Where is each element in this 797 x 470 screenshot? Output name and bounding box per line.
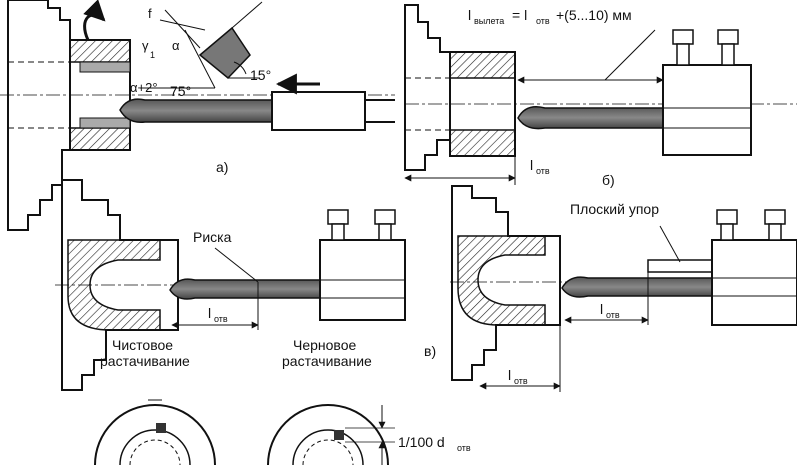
riska-label: Риска [193, 229, 232, 245]
boring-bar-a [119, 98, 273, 123]
clamp-bolt-c1a [327, 209, 349, 241]
angle-alpha2-label: α+2° [130, 80, 158, 95]
cross-section-chernovoe [267, 404, 389, 466]
angle-gamma-label: γ [142, 38, 149, 53]
rotation-arrow [83, 0, 106, 41]
chernovoe-line1: Черновое [293, 337, 356, 353]
angle-alpha-label: α [172, 38, 180, 53]
tool-holder-c2 [711, 239, 797, 326]
clamp-bolt-c2a [716, 209, 738, 241]
boring-bar-c1 [169, 278, 321, 300]
boring-bar-b [517, 106, 664, 130]
clamp-bolt-b1 [672, 29, 694, 66]
chistovoe-line2: растачивание [100, 353, 190, 369]
chuck-a [7, 0, 71, 231]
angle-f-label: f [148, 6, 152, 21]
panel-c-label: в) [424, 343, 436, 359]
panel-c-right-drawing: Плоский упор l отв l отв в) [424, 185, 797, 392]
workpiece-c1 [67, 239, 161, 331]
panel-b-l: l [530, 157, 533, 173]
angle-75-label: 75° [170, 83, 191, 99]
ploskiy-upor-label: Плоский упор [570, 201, 659, 217]
angle-gamma-sub: 1 [150, 50, 155, 60]
tolerance-sub: отв [457, 443, 471, 453]
chuck-b [404, 4, 451, 171]
panel-c1-l: l [208, 305, 211, 321]
angle-15-label: 15° [250, 67, 271, 83]
boring-bar-c2 [561, 276, 713, 298]
panel-c1-otv: отв [214, 314, 228, 324]
chistovoe-line1: Чистовое [112, 337, 173, 353]
panel-b-label: б) [602, 172, 615, 188]
panel-a-label: а) [216, 159, 228, 175]
tool-holder-b [662, 64, 752, 156]
panel-c2-otv: отв [606, 310, 620, 320]
formula-eq-sub: отв [536, 16, 550, 26]
formula-eq: = l [512, 7, 527, 23]
tool-tip-detail [198, 26, 251, 80]
panel-b-otv: отв [536, 166, 550, 176]
panel-c2-l: l [600, 301, 603, 317]
cross-section-chistovoe [94, 399, 216, 466]
panel-c3-otv: отв [514, 376, 528, 386]
formula-sub: вылета [474, 16, 504, 26]
clamp-bolt-c2b [764, 209, 786, 241]
chernovoe-line2: растачивание [282, 353, 372, 369]
clamp-bolt-c1b [374, 209, 396, 241]
panel-a-drawing: 15° 75° α+2° α γ 1 f а) [0, 0, 395, 231]
tolerance-label: 1/100 d [398, 434, 445, 450]
formula-l: l [468, 7, 471, 23]
clamp-bolt-b2 [717, 29, 739, 66]
panel-c3-l: l [508, 367, 511, 383]
formula-tail: +(5...10) мм [556, 7, 632, 23]
workpiece-c2 [457, 235, 546, 326]
tool-holder-a [271, 91, 366, 131]
panel-b-drawing: l вылета = l отв +(5...10) мм l отв б) [404, 4, 797, 188]
panel-c-left-drawing: Риска l отв Чистовое растачивание Чернов… [55, 179, 471, 466]
